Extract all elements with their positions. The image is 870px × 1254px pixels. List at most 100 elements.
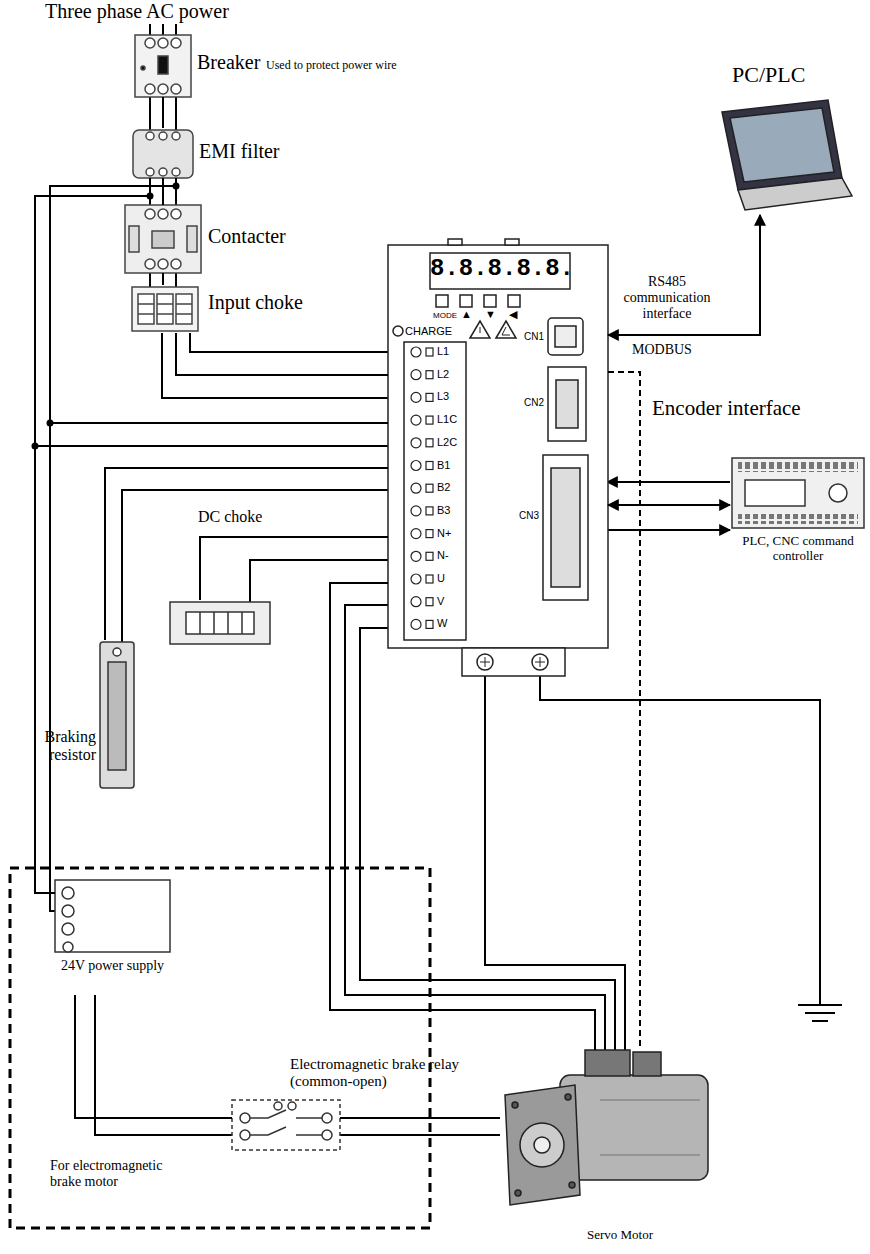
servo-drive-body: [404, 342, 466, 640]
input-choke: Input choke: [130, 285, 200, 333]
dc-choke-symbol: [200, 612, 242, 634]
power-supply-symbol: [55, 880, 170, 952]
servo-drive-body: [505, 239, 519, 245]
relay-symbol: [274, 1102, 282, 1110]
emi-filter-symbol: [172, 168, 180, 176]
wire-connector: [162, 97, 164, 128]
braking-resistor-symbol: [100, 642, 134, 788]
terminal-screw: [411, 415, 421, 425]
terminal-screw: [411, 370, 421, 380]
power-supply-symbol: [55, 880, 170, 952]
terminal-screw: [411, 551, 421, 561]
breaker-symbol: [145, 38, 155, 48]
servo-drive-body: [393, 326, 403, 336]
plc-illustration: [745, 480, 805, 506]
contactor-symbol: [171, 259, 181, 269]
contactor-symbol: [158, 259, 168, 269]
dc-choke-symbol: [170, 602, 270, 644]
terminal-screw: [411, 619, 421, 629]
laptop-illustration: [730, 108, 834, 182]
breaker-symbol: [171, 84, 181, 94]
wire-connector: [162, 178, 164, 205]
plc-controller: PLC, CNC command controller: [730, 455, 866, 530]
emi-filter: EMI filter: [131, 128, 195, 178]
contactor-symbol: [129, 226, 139, 252]
servo-drive-body: [388, 245, 608, 648]
breaker-label: Breaker: [197, 51, 260, 74]
braking-resistor-symbol: [113, 648, 121, 656]
wire-connector: [608, 504, 730, 506]
wiring: [607, 529, 730, 531]
plc-illustration: [738, 462, 858, 472]
servo-motor-illustration: [633, 1052, 661, 1076]
servo-drive-body: [484, 295, 496, 307]
terminal-name: L1C: [437, 413, 457, 426]
servo-drive-body: [480, 657, 545, 667]
servo-drive-body: [480, 327, 510, 335]
power-supply-label: 24V power supply: [55, 958, 170, 974]
relay-symbol: [232, 1100, 340, 1150]
wire-connector: [162, 273, 164, 285]
wire-connector: [608, 215, 760, 335]
dc-choke: DC choke: [168, 600, 272, 646]
breaker-symbol: [171, 38, 181, 48]
contactor-symbol: [145, 259, 155, 269]
dc-choke-symbol: [170, 602, 270, 644]
breaker-symbol: [135, 35, 191, 97]
contactor-symbol: [125, 205, 201, 273]
power-supply: 24V power supply: [55, 880, 170, 995]
contactor-symbol: [125, 205, 201, 273]
servo-drive-body: [430, 253, 570, 289]
note-label: For electromagnetic brake motor: [50, 1158, 172, 1190]
terminal-slot: [426, 552, 433, 560]
servo-motor-illustration: [505, 1085, 580, 1205]
terminal-name: N+: [437, 527, 451, 540]
plc-controller-label: PLC, CNC command controller: [730, 534, 866, 564]
wiring: [345, 583, 615, 1050]
terminal-name: L2: [437, 368, 449, 381]
emi-filter-symbol: [146, 168, 154, 176]
plc-illustration: [732, 458, 864, 528]
plc-illustration: [738, 514, 858, 524]
servo-motor: Servo Motor: [500, 1050, 720, 1228]
servo-drive-body: [460, 295, 472, 307]
braking-resistor-symbol: [108, 662, 126, 770]
servo-drive-body: [436, 295, 448, 307]
servo-drive-body: [448, 239, 462, 245]
wire-connector: [50, 178, 388, 423]
contactor: Contacter: [124, 205, 202, 273]
wire-connector: [330, 583, 595, 1050]
servo-drive: 8.8.8.8.8.MODE▲▼◀CHARGECN1CN2CN3: [388, 245, 608, 648]
servo-motor-illustration: [520, 1123, 564, 1167]
relay-symbol: [240, 1113, 250, 1123]
servo-motor-illustration: [569, 1182, 575, 1188]
terminal-screw: [411, 483, 421, 493]
note-label: Used to protect power wire: [266, 59, 397, 73]
emi-filter-symbol: [159, 168, 167, 176]
wire-connector: [75, 995, 232, 1118]
servo-drive-label: 8.8.8.8.8.: [430, 255, 570, 283]
wiring: [607, 481, 730, 483]
servo-motor-illustration: [565, 1094, 571, 1100]
input-choke-symbol: [132, 287, 198, 331]
wiring: [798, 1005, 842, 1021]
terminal-screw: [411, 347, 433, 629]
input-choke-symbol: [157, 294, 173, 324]
encoder-cable: [608, 372, 640, 1050]
input-choke-symbol: [176, 294, 192, 324]
contactor-symbol: [152, 231, 174, 248]
dc-choke-symbol: [186, 612, 254, 634]
emi-filter-symbol: [133, 130, 193, 178]
braking-resistor-symbol: [100, 642, 134, 788]
terminal-screw: [411, 529, 421, 539]
servo-drive-body: [548, 367, 586, 441]
power-supply-symbol: [62, 887, 74, 899]
breaker-symbol: [135, 35, 191, 97]
terminal-slot: [426, 484, 433, 492]
power-supply-symbol: [62, 923, 74, 935]
terminal-name: U: [437, 572, 445, 585]
servo-drive-body: [555, 326, 576, 347]
relay-symbol: [322, 1113, 332, 1123]
wire-connector: [105, 468, 388, 640]
servo-drive-label: CN1: [524, 331, 544, 343]
